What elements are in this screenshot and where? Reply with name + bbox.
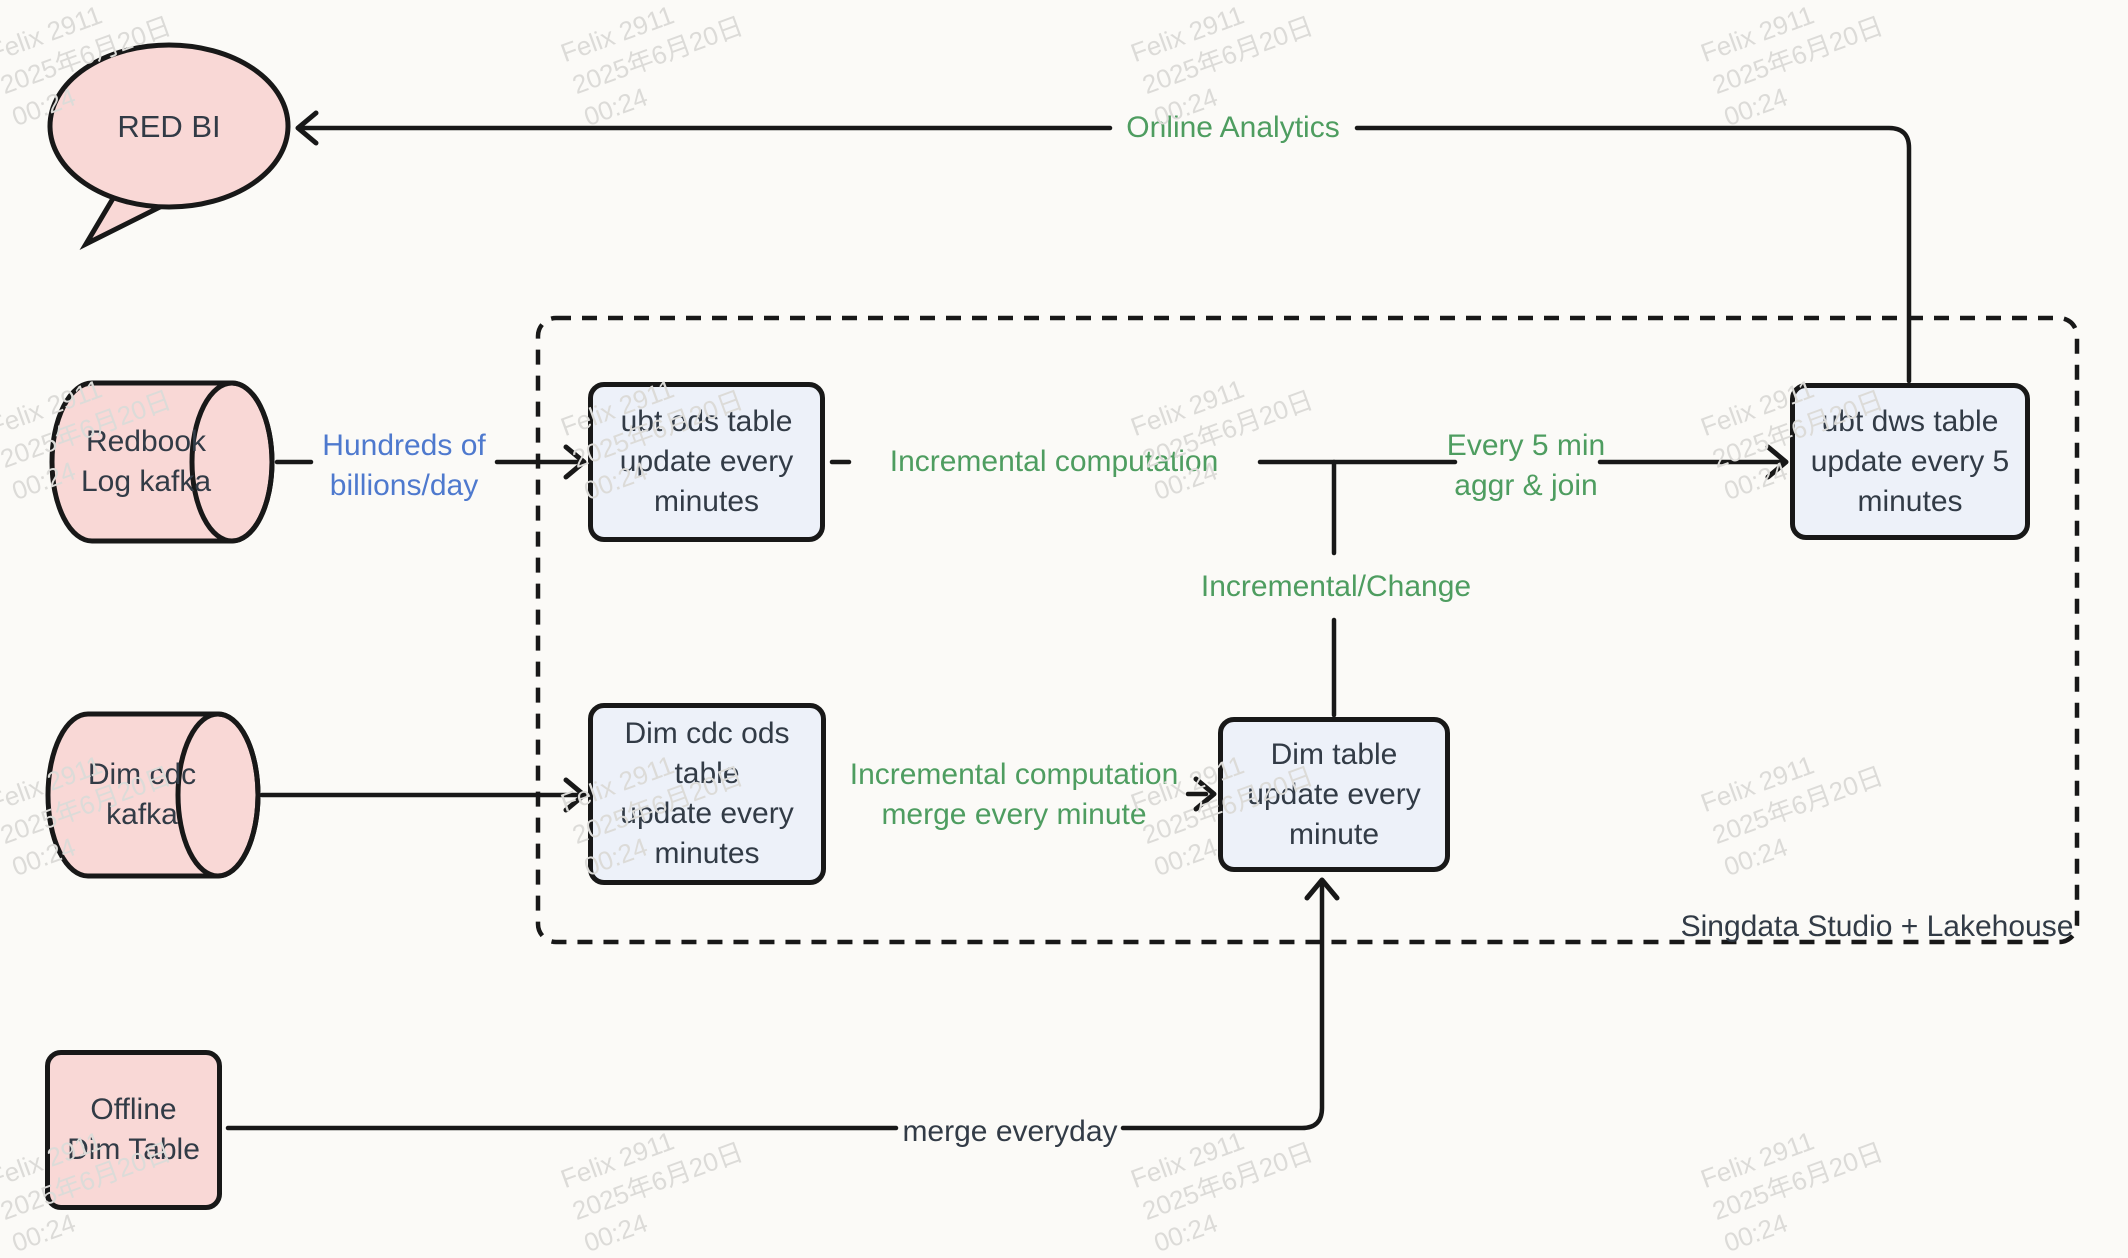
dim-cdc-kafka-label-line2: kafka [106, 798, 178, 831]
arrowhead-into-ubt-ods [563, 444, 587, 480]
node-label-line: table [674, 757, 740, 790]
node-label-line: minute [1288, 817, 1380, 851]
node-ubt-dws-table: ubt dws table update every 5 minutes [1790, 383, 2030, 540]
edge-label-hundreds-line2: billions/day [329, 469, 479, 502]
edge-label-hundreds-of-billions: Hundreds of billions/day [322, 426, 485, 506]
node-label-line: ubt dws table [1821, 404, 1999, 438]
dim-cdc-kafka-label: Dim cdc kafka [88, 755, 196, 835]
node-label-line: Dim table [1270, 737, 1398, 771]
redbook-kafka-label: Redbook Log kafka [81, 422, 211, 502]
edge-label-incremental-merge: Incremental computation merge every minu… [850, 755, 1179, 835]
edge-online-analytics-right [1354, 125, 1912, 384]
node-label-line: ubt ods table [620, 405, 793, 438]
dim-cdc-kafka-cylinder-rim [175, 711, 261, 879]
edge-label-incr-merge-line1: Incremental computation [849, 758, 1179, 791]
node-label-line: minutes [653, 485, 760, 518]
edge-label-merge-everyday: merge everyday [902, 1115, 1118, 1148]
dim-cdc-kafka-label-line1: Dim cdc [87, 758, 197, 791]
node-label-line: minutes [1857, 484, 1963, 518]
redbook-kafka-label-line2: Log kafka [80, 465, 212, 498]
edge-label-every-5-min: Every 5 min aggr & join [1447, 426, 1605, 506]
node-ubt-ods-table: ubt ods table update every minutes [588, 382, 825, 542]
edge-label-online-analytics: Online Analytics [1126, 111, 1340, 144]
edge-label-incremental-change: Incremental/Change [1200, 570, 1472, 603]
edge-label-hundreds-line1: Hundreds of [322, 429, 486, 462]
node-offline-dim-table: Offline Dim Table [45, 1050, 222, 1210]
arrowhead-into-dim-table [1193, 776, 1217, 812]
red-bi-bubble-shape [47, 42, 291, 210]
arrowhead-into-ubt-dws [1765, 444, 1789, 480]
node-label-line: update every [619, 445, 794, 478]
edge-label-incr-merge-line2: merge every minute [881, 798, 1147, 831]
edge-label-incremental-computation: Incremental computation [889, 445, 1219, 478]
node-dim-cdc-ods-table: Dim cdc ods table update every minutes [588, 703, 826, 885]
node-dim-table: Dim table update every minute [1218, 717, 1450, 872]
node-label-line: Dim Table [67, 1133, 200, 1166]
edge-label-every5-line2: aggr & join [1454, 469, 1598, 502]
node-label-line: update every 5 [1810, 444, 2010, 478]
edge-label-every5-line1: Every 5 min [1446, 429, 1606, 462]
node-label-line: update every [1247, 777, 1421, 811]
arrowhead-into-dim-cdc-ods [563, 777, 587, 813]
redbook-kafka-label-line1: Redbook [85, 425, 207, 458]
redbook-kafka-cylinder-rim [189, 380, 275, 544]
arrowhead-into-dim-table-bottom [1304, 877, 1340, 901]
red-bi-label: RED BI [117, 109, 221, 144]
node-label-line: update every [620, 797, 794, 830]
node-label-line: Offline [90, 1093, 177, 1126]
node-label-line: Dim cdc ods [624, 717, 790, 750]
lakehouse-container-border [535, 315, 2080, 945]
edge-merge-everyday-right [1120, 881, 1325, 1131]
arrowhead-into-red-bi [295, 110, 319, 146]
node-label-line: minutes [654, 837, 760, 870]
lakehouse-container-label: Singdata Studio + Lakehouse [1680, 910, 2074, 943]
